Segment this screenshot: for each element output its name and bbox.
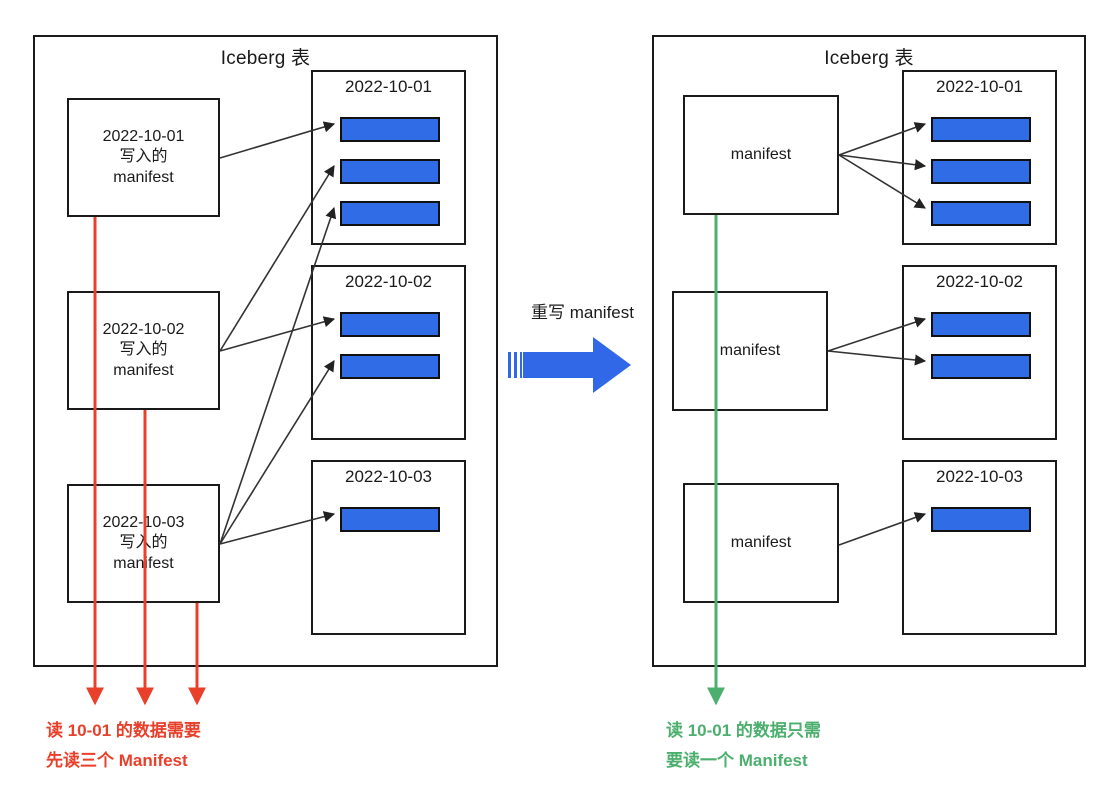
left-partition-2-title: 2022-10-02 <box>345 272 432 291</box>
left-datafile-3-1 <box>340 507 440 532</box>
left-partition-3-title: 2022-10-03 <box>345 467 432 486</box>
left-caption-line-2: 先读三个 Manifest <box>46 750 188 770</box>
left-manifest-2-line-3: manifest <box>113 361 174 379</box>
left-link-m3-to-p3-f1 <box>219 511 336 545</box>
right-datafile-1-3 <box>931 201 1031 226</box>
left-link-m3-to-p1-f3 <box>219 206 337 545</box>
right-datafile-2-2 <box>931 354 1031 379</box>
right-caption-line-1: 读 10-01 的数据只需 <box>666 721 821 740</box>
right-link-m1-to-p1-f1 <box>838 122 927 156</box>
left-panel-title: Iceberg 表 <box>220 48 311 69</box>
left-manifest-1-line-3: manifest <box>113 168 174 186</box>
left-manifest-3-line-2: 写入的 <box>119 534 168 552</box>
right-datafile-1-2 <box>931 159 1031 184</box>
left-link-m3-to-p2-f2 <box>219 360 335 545</box>
left-link-m2-to-p2-f1 <box>219 316 336 352</box>
left-datafile-1-2 <box>340 159 440 184</box>
right-link-m2-to-p2-f2 <box>827 350 927 366</box>
left-partition-1-title: 2022-10-01 <box>345 77 432 96</box>
right-partition-3-title: 2022-10-03 <box>936 467 1023 486</box>
right-datafile-3-1 <box>931 507 1031 532</box>
right-manifest-box-3: manifest <box>683 483 839 603</box>
left-datafile-1-3 <box>340 201 440 226</box>
right-manifest-box-1: manifest <box>683 95 839 215</box>
right-read-cost-caption: 读 10-01 的数据只需 要读一个 Manifest <box>666 716 821 776</box>
right-partition-1-title: 2022-10-01 <box>936 77 1023 96</box>
right-manifest-1-label: manifest <box>730 145 792 163</box>
left-partition-group-2022-10-03: 2022-10-03 <box>311 460 466 635</box>
right-partition-2-title: 2022-10-02 <box>936 272 1023 291</box>
left-partition-group-2022-10-02: 2022-10-02 <box>311 265 466 440</box>
right-datafile-1-1 <box>931 117 1031 142</box>
right-manifest-3-label: manifest <box>730 533 792 551</box>
left-caption-line-1: 读 10-01 的数据需要 <box>46 721 201 740</box>
right-link-m1-to-p1-f2 <box>838 154 927 171</box>
left-manifest-2-line-1: 2022-10-02 <box>102 320 185 338</box>
left-link-m2-to-p1-f2 <box>219 165 335 352</box>
right-partition-group-2022-10-03: 2022-10-03 <box>902 460 1057 635</box>
right-panel-title: Iceberg 表 <box>824 48 914 69</box>
right-link-m2-to-p2-f1 <box>827 316 927 352</box>
right-manifest-box-2: manifest <box>672 291 828 411</box>
left-manifest-2-line-2: 写入的 <box>119 341 168 359</box>
rewrite-manifest-label: 重写 manifest <box>531 303 634 322</box>
right-manifest-2-label: manifest <box>719 341 781 359</box>
left-manifest-box-2: 2022-10-02 写入的 manifest <box>67 291 220 410</box>
right-datafile-2-1 <box>931 312 1031 337</box>
left-manifest-box-1: 2022-10-01 写入的 manifest <box>67 98 220 217</box>
right-link-m3-to-p3-f1 <box>838 512 927 546</box>
right-link-m1-to-p1-f3 <box>838 154 926 209</box>
right-partition-group-2022-10-01: 2022-10-01 <box>902 70 1057 245</box>
left-partition-group-2022-10-01: 2022-10-01 <box>311 70 466 245</box>
left-datafile-2-2 <box>340 354 440 379</box>
left-datafile-1-1 <box>340 117 440 142</box>
left-read-cost-caption: 读 10-01 的数据需要 先读三个 Manifest <box>46 716 201 776</box>
left-link-m1-to-p1-f1 <box>219 121 336 159</box>
left-manifest-1-line-2: 写入的 <box>119 148 168 166</box>
right-partition-group-2022-10-02: 2022-10-02 <box>902 265 1057 440</box>
left-manifest-1-line-1: 2022-10-01 <box>102 127 185 145</box>
right-caption-line-2: 要读一个 Manifest <box>666 750 808 770</box>
left-datafile-2-1 <box>340 312 440 337</box>
rewrite-arrow-icon <box>508 337 631 393</box>
